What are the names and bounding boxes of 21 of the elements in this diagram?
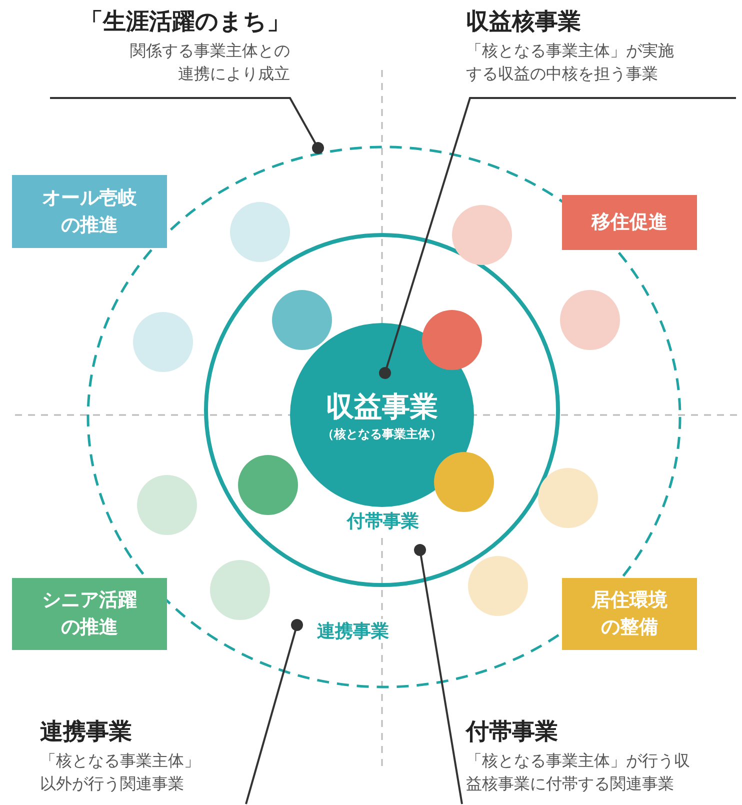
callout-heading: 収益核事業 bbox=[466, 8, 582, 37]
circle-subtitle: （核となる事業主体） bbox=[322, 426, 442, 442]
callout-heading: 連携事業 bbox=[40, 718, 133, 747]
category-box: シニア活躍の推進 bbox=[12, 578, 167, 650]
callout-description: 「核となる事業主体」が行う収益核事業に付帯する関連事業 bbox=[466, 750, 690, 796]
leader-line bbox=[245, 619, 303, 804]
callout-description: 「核となる事業主体」が実施する収益の中核を担う事業 bbox=[466, 40, 674, 86]
leader-line bbox=[414, 544, 463, 804]
ring-label: 付帯事業 bbox=[345, 509, 421, 533]
circle-title: 収益事業 bbox=[326, 388, 438, 424]
colored-circle bbox=[238, 455, 298, 515]
category-box: オール壱岐の推進 bbox=[12, 175, 167, 248]
category-box: 居住環境の整備 bbox=[562, 578, 697, 650]
ring-label: 連携事業 bbox=[315, 619, 391, 643]
callout-heading: 付帯事業 bbox=[466, 718, 559, 747]
leader-line bbox=[50, 97, 324, 154]
callout-heading: 「生涯活躍のまち」 bbox=[79, 8, 290, 37]
category-box: 移住促進 bbox=[562, 195, 697, 250]
leader-line bbox=[379, 97, 736, 379]
callout-description: 関係する事業主体との連携により成立 bbox=[130, 40, 290, 86]
callout-description: 「核となる事業主体」以外が行う関連事業 bbox=[40, 750, 200, 796]
